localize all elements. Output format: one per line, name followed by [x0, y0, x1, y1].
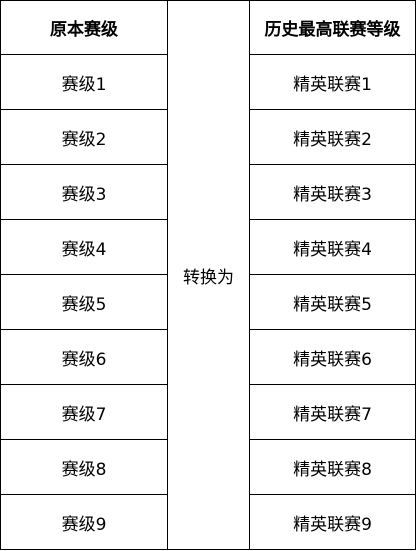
- highest-league-cell: 精英联赛5: [249, 275, 416, 330]
- original-level-cell: 赛级3: [0, 165, 167, 220]
- highest-league-cell: 精英联赛4: [249, 220, 416, 275]
- original-level-cell: 赛级7: [0, 385, 167, 440]
- highest-league-cell: 精英联赛2: [249, 110, 416, 165]
- original-level-cell: 赛级5: [0, 275, 167, 330]
- highest-league-cell: 精英联赛3: [249, 165, 416, 220]
- original-level-cell: 赛级6: [0, 330, 167, 385]
- original-level-cell: 赛级9: [0, 495, 167, 550]
- header-original-level: 原本赛级: [0, 0, 167, 55]
- highest-league-cell: 精英联赛6: [249, 330, 416, 385]
- original-level-cell: 赛级4: [0, 220, 167, 275]
- header-highest-league-level: 历史最高联赛等级: [249, 0, 416, 55]
- highest-league-cell: 精英联赛1: [249, 55, 416, 110]
- original-level-cell: 赛级2: [0, 110, 167, 165]
- highest-league-cell: 精英联赛9: [249, 495, 416, 550]
- convert-to-label: 转换为: [167, 0, 249, 550]
- original-level-cell: 赛级8: [0, 440, 167, 495]
- highest-league-cell: 精英联赛8: [249, 440, 416, 495]
- highest-league-cell: 精英联赛7: [249, 385, 416, 440]
- original-level-cell: 赛级1: [0, 55, 167, 110]
